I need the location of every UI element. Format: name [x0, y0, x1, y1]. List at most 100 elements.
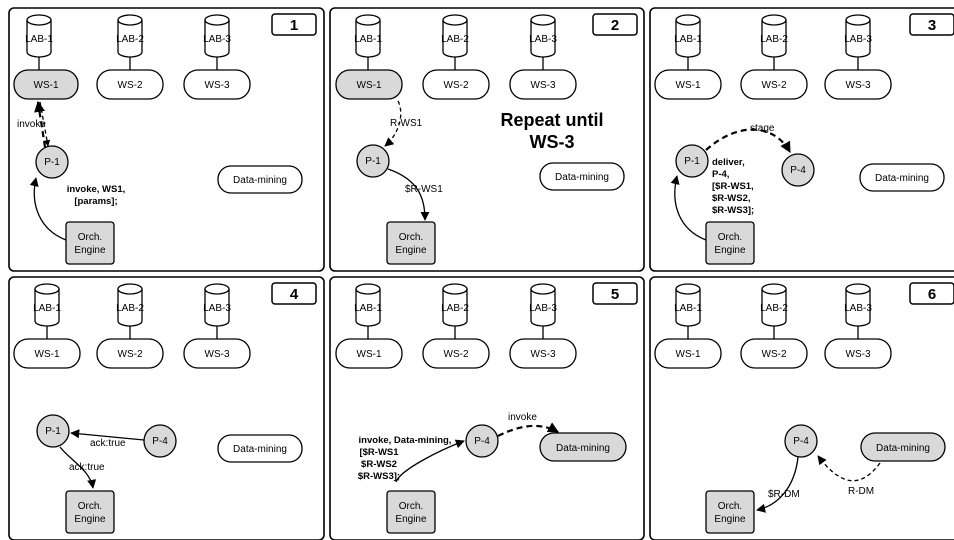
repeat-note: WS-3: [530, 132, 575, 152]
process-label: P-4: [152, 436, 168, 447]
step-number: 6: [928, 286, 936, 303]
process-node-p4: [465, 424, 499, 458]
panel-6: 6 LAB-1 LAB-2 LAB-3 WS-1 WS-2 WS-3 P-4 O…: [649, 276, 954, 540]
ws-label: WS-1: [35, 349, 60, 360]
ws-label: WS-2: [762, 349, 787, 360]
engine-label: Engine: [714, 245, 746, 256]
ws-2-service: [96, 69, 164, 100]
lab-2-database: LAB-2: [760, 283, 788, 327]
datamining-service: [539, 432, 627, 462]
ws-2-service: [96, 338, 164, 369]
p1-to-engine-arrow: [59, 446, 97, 489]
lab-label: LAB-2: [116, 303, 144, 314]
ws-label: WS-1: [676, 80, 701, 91]
lab-label: LAB-2: [441, 34, 469, 45]
lab-1-database: LAB-1: [354, 14, 382, 58]
panel-1: 1 LAB-1 LAB-2 LAB-3 WS-1 WS-2 WS-3 P-1 O…: [8, 7, 325, 272]
stage-arrow: [705, 128, 791, 153]
lab-label: LAB-3: [203, 303, 231, 314]
engine-label: Orch.: [78, 232, 102, 243]
process-label: P-4: [790, 165, 806, 176]
ws-label: WS-2: [444, 349, 469, 360]
return-arrow: [39, 101, 51, 147]
process-node-p4: [784, 424, 818, 458]
ws-3-service: [183, 338, 251, 369]
lab-2-database: LAB-2: [760, 14, 788, 58]
command-to-p4-arrow: [395, 439, 465, 483]
lab-1-database: LAB-1: [33, 283, 61, 327]
engine-label: Orch.: [718, 501, 742, 512]
panel-3: 3 LAB-1 LAB-2 LAB-3 WS-1 WS-2 WS-3 P-1 P…: [649, 7, 954, 272]
engine-label: Engine: [395, 245, 427, 256]
lab-1-database: LAB-1: [354, 283, 382, 327]
process-node-p1: [356, 144, 390, 178]
ws-1-service: [654, 338, 722, 369]
step-number: 4: [290, 286, 299, 303]
ws-label: WS-3: [205, 349, 230, 360]
lab-label: LAB-3: [529, 303, 557, 314]
datamining-service: [859, 163, 945, 192]
ws-1-service: [654, 69, 722, 100]
ws-2-service: [740, 338, 808, 369]
lab-2-database: LAB-2: [441, 283, 469, 327]
ws-1-service: [335, 69, 403, 100]
engine-label: Orch.: [718, 232, 742, 243]
command-text: $R-WS2: [361, 459, 397, 470]
command-text: [params];: [74, 196, 117, 207]
result-arrow: [384, 100, 402, 147]
process-label: P-1: [45, 426, 61, 437]
ws-3-service: [509, 69, 577, 100]
engine-label: Orch.: [399, 232, 423, 243]
arrow-label: $R-DM: [768, 489, 800, 500]
process-label: P-1: [365, 156, 381, 167]
ws-label: WS-3: [846, 80, 871, 91]
ws-2-service: [422, 338, 490, 369]
ws-label: WS-3: [531, 349, 556, 360]
orch-engine: [65, 221, 115, 265]
process-node-p4: [143, 424, 177, 458]
invoke-arrow: [34, 100, 47, 148]
step-badge: [271, 282, 317, 305]
lab-label: LAB-1: [674, 303, 702, 314]
ws-1-service: [13, 338, 81, 369]
lab-3-database: LAB-3: [529, 283, 557, 327]
panel-4: 4 LAB-1 LAB-2 LAB-3 WS-1 WS-2 WS-3 P-1 P…: [8, 276, 325, 540]
process-node-p1: [675, 144, 709, 178]
datamining-service: [539, 162, 625, 191]
ws-1-service: [13, 69, 79, 100]
process-label: P-4: [474, 436, 490, 447]
result-arrow: [817, 455, 881, 482]
ws-label: WS-2: [444, 80, 469, 91]
datamining-label: Data-mining: [556, 443, 610, 454]
arrow-label: R-DM: [848, 486, 874, 497]
arrow-label: ack:true: [69, 462, 105, 473]
lab-label: LAB-1: [354, 34, 382, 45]
datamining-label: Data-mining: [876, 443, 930, 454]
command-text: $R-WS2,: [712, 193, 751, 204]
command-text: P-4,: [712, 169, 729, 180]
orch-engine: [65, 490, 115, 534]
ws-label: WS-3: [846, 349, 871, 360]
step-badge: [271, 13, 317, 36]
datamining-label: Data-mining: [875, 173, 929, 184]
lab-2-database: LAB-2: [116, 283, 144, 327]
command-text: [$R-WS1: [359, 447, 399, 458]
invoke-arrow: [497, 422, 559, 437]
lab-3-database: LAB-3: [844, 283, 872, 327]
arrow-label: $R-WS1: [405, 184, 443, 195]
lab-label: LAB-1: [354, 303, 382, 314]
step-badge: [592, 13, 638, 36]
lab-3-database: LAB-3: [203, 283, 231, 327]
engine-label: Engine: [74, 245, 106, 256]
step-number: 2: [611, 17, 619, 34]
engine-label: Engine: [74, 514, 106, 525]
process-node-p4: [781, 153, 815, 187]
ws-label: WS-3: [531, 80, 556, 91]
panel-5: 5 LAB-1 LAB-2 LAB-3 WS-1 WS-2 WS-3 P-4 O…: [329, 276, 645, 540]
ws-2-service: [740, 69, 808, 100]
p4-to-engine-arrow: [756, 456, 799, 513]
lab-3-database: LAB-3: [844, 14, 872, 58]
arrow-label: invoke: [508, 412, 537, 423]
command-text: $R-WS3];: [358, 471, 400, 482]
lab-label: LAB-2: [760, 303, 788, 314]
